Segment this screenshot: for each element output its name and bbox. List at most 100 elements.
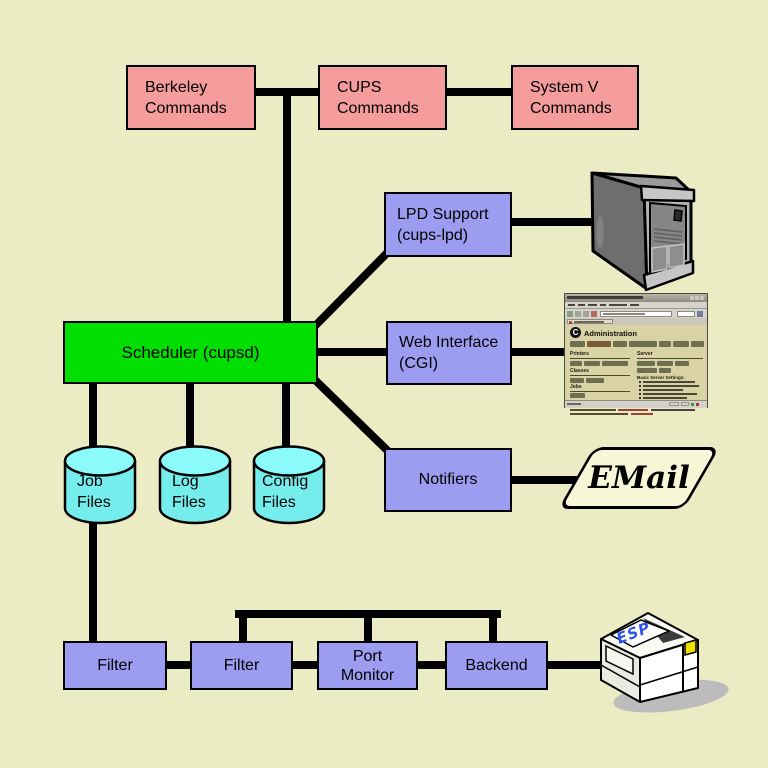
browser-page-content: C Administration Printers Classes Jobs S… xyxy=(565,325,707,415)
job-files-cylinder: Job Files xyxy=(63,444,137,526)
systemv-commands-label-2: Commands xyxy=(530,99,612,117)
button-placeholder xyxy=(657,361,673,366)
database-cylinder-icon xyxy=(252,445,326,525)
nav-button-placeholder xyxy=(673,341,689,347)
nav-button-placeholder xyxy=(629,341,657,347)
web-interface-label-1: Web Interface xyxy=(399,334,499,351)
status-text-placeholder xyxy=(567,403,581,405)
reload-icon xyxy=(583,310,589,317)
notifiers-box: Notifiers xyxy=(384,448,512,512)
nav-button-placeholder xyxy=(659,341,671,347)
cups-commands-box: CUPS Commands xyxy=(318,65,447,130)
button-placeholder xyxy=(602,361,628,366)
backend-label: Backend xyxy=(465,656,528,674)
address-bar xyxy=(600,310,672,317)
cups-logo-icon: C xyxy=(570,327,581,338)
server-top-cap xyxy=(639,184,696,203)
text-line-placeholder xyxy=(643,389,683,391)
cups-commands-label-1: CUPS xyxy=(337,78,382,96)
footer-text-placeholder xyxy=(651,409,695,411)
server-drive-bays xyxy=(651,243,685,273)
text-line-placeholder xyxy=(643,397,687,399)
divider xyxy=(570,358,630,359)
berkeley-commands-box: Berkeley Commands xyxy=(126,65,256,130)
checkbox-placeholder xyxy=(639,381,641,383)
nav-button-placeholder xyxy=(613,341,627,347)
printer-icon: ESP xyxy=(600,612,729,713)
status-segment xyxy=(669,402,679,406)
connector-scheduler-lpd xyxy=(310,246,394,331)
page-title: Administration xyxy=(584,329,637,338)
nav-button-placeholder xyxy=(587,341,611,347)
checkbox-placeholder xyxy=(639,397,641,399)
server-power-button xyxy=(673,209,683,222)
nav-button-placeholder xyxy=(570,341,585,347)
job-files-label: Job Files xyxy=(77,473,111,511)
server-side-highlight xyxy=(596,216,604,248)
status-secure-icon xyxy=(691,402,694,406)
server-icon xyxy=(590,171,696,292)
browser-toolbar xyxy=(565,309,707,318)
forward-icon xyxy=(575,310,581,317)
menu-item-placeholder xyxy=(600,304,606,306)
browser-tab xyxy=(567,319,613,324)
button-placeholder xyxy=(584,361,600,366)
log-files-cylinder: Log Files xyxy=(158,444,232,526)
menu-item-placeholder xyxy=(588,304,597,306)
divider xyxy=(570,375,630,376)
button-placeholder xyxy=(570,393,585,398)
port-monitor-label-2: Monitor xyxy=(340,666,395,684)
button-placeholder xyxy=(586,378,604,383)
status-segment xyxy=(681,402,689,406)
url-text-placeholder xyxy=(603,313,645,315)
text-line-placeholder xyxy=(643,385,699,387)
filter-box-1: Filter xyxy=(63,641,167,690)
systemv-commands-box: System V Commands xyxy=(511,65,639,130)
button-placeholder xyxy=(637,368,657,373)
text-line-placeholder xyxy=(643,381,695,383)
printer-output-tray xyxy=(605,644,634,676)
database-cylinder-icon xyxy=(63,445,137,525)
button-placeholder xyxy=(637,361,655,366)
back-icon xyxy=(567,310,573,317)
filter-label: Filter xyxy=(223,656,260,674)
browser-menu-bar xyxy=(565,302,707,309)
footer-text-placeholder xyxy=(570,413,628,415)
web-interface-label-2: (CGI) xyxy=(399,355,439,372)
config-files-label: Config Files xyxy=(262,473,309,511)
browser-status-bar xyxy=(565,400,707,408)
button-placeholder xyxy=(570,378,584,383)
browser-logo-icon xyxy=(697,310,703,317)
nav-button-placeholder xyxy=(691,341,704,347)
footer-text-placeholder xyxy=(631,413,653,415)
checkbox-placeholder xyxy=(639,393,641,395)
filter-box-2: Filter xyxy=(190,641,293,690)
maximize-icon xyxy=(695,295,699,300)
button-placeholder xyxy=(659,368,671,373)
berkeley-commands-label-1: Berkeley xyxy=(145,78,208,96)
filter-label: Filter xyxy=(97,656,133,674)
button-placeholder xyxy=(570,361,582,366)
printer-paper xyxy=(610,619,670,648)
browser-window: C Administration Printers Classes Jobs S… xyxy=(564,293,708,415)
lpd-support-label-1: LPD Support xyxy=(397,205,489,223)
section-heading-settings: Basic Server Settings: xyxy=(637,375,685,380)
checkbox-placeholder xyxy=(639,385,641,387)
printer-seam xyxy=(600,664,641,688)
lpd-support-label-2: (cups-lpd) xyxy=(397,226,469,244)
divider xyxy=(637,358,703,359)
menu-item-placeholder xyxy=(578,304,585,306)
tab-favicon xyxy=(569,320,572,324)
scheduler-label: Scheduler (cupsd) xyxy=(121,342,260,362)
search-box xyxy=(677,310,695,317)
berkeley-commands-label-2: Commands xyxy=(145,99,227,117)
footer-text-placeholder xyxy=(618,409,648,411)
port-monitor-label-1: Port xyxy=(352,647,383,665)
section-heading-classes: Classes xyxy=(570,368,589,374)
browser-title-text-placeholder xyxy=(567,296,643,299)
stop-icon xyxy=(591,310,597,317)
database-cylinder-icon xyxy=(158,445,232,525)
scheduler-box: Scheduler (cupsd) xyxy=(63,321,318,384)
